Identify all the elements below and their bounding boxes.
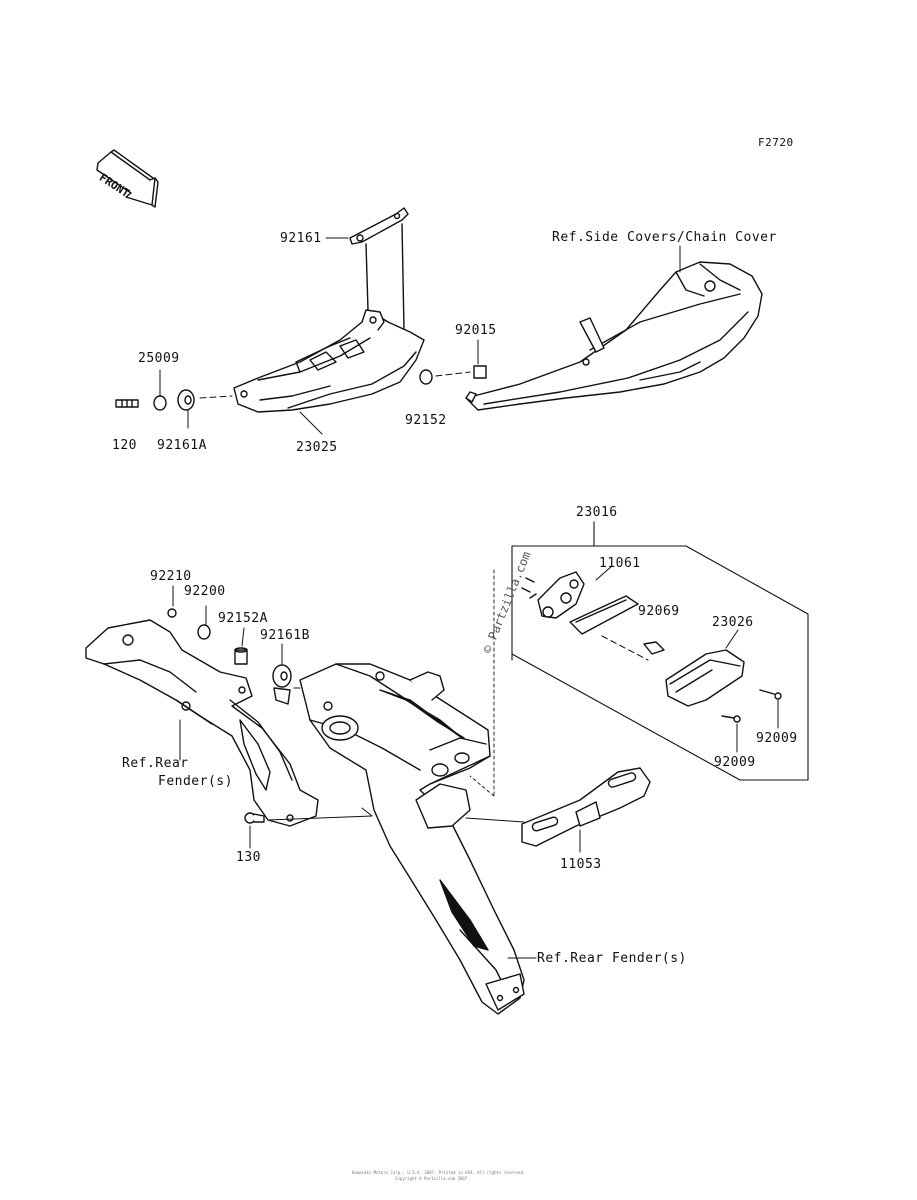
license-plate-bracket-11053 [521, 767, 651, 847]
front-arrow-icon [96, 149, 159, 208]
license-lamp-23026 [665, 649, 745, 707]
label-92009-a: 92009 [756, 731, 798, 746]
nut-92210 [167, 608, 177, 618]
nut-92015 [473, 365, 487, 379]
collar-92152A [234, 647, 248, 665]
label-92152: 92152 [405, 413, 447, 428]
label-23016: 23016 [576, 505, 618, 520]
side-cover-ref [465, 261, 763, 411]
washer-25009 [153, 395, 167, 411]
label-92210: 92210 [150, 569, 192, 584]
label-23025: 23025 [296, 440, 338, 455]
rear-fender-bracket-left [85, 619, 319, 827]
label-92200: 92200 [184, 584, 226, 599]
label-120: 120 [112, 438, 137, 453]
grommet-92161A [177, 389, 195, 411]
label-ref-rear-2: Fender(s) [158, 774, 233, 789]
bulb [643, 641, 665, 655]
grommet-92161B [272, 664, 292, 705]
label-92069: 92069 [638, 604, 680, 619]
bolt-120 [115, 399, 139, 408]
label-130: 130 [236, 850, 261, 865]
label-11061: 11061 [599, 556, 641, 571]
footer-line-2: Copyright © Partzilla.com 2007 [395, 1176, 468, 1181]
screw-92009-b [721, 715, 741, 723]
bolt-130 [244, 812, 265, 824]
assembly-23016-box [511, 521, 809, 781]
label-92152A: 92152A [218, 611, 268, 626]
label-92161A: 92161A [157, 438, 207, 453]
label-ref-rear-1: Ref.Rear [122, 756, 189, 771]
label-92161B: 92161B [260, 628, 310, 643]
rear-fender-bracket-main [299, 663, 525, 1015]
label-23026: 23026 [712, 615, 754, 630]
screw-92009-a [759, 689, 782, 700]
socket-11061 [521, 571, 585, 619]
label-25009: 25009 [138, 351, 180, 366]
label-11053: 11053 [560, 857, 602, 872]
footer-line-1: Kawasaki Motors Corp., U.S.A. 2007. Prin… [352, 1170, 526, 1175]
label-ref-rear-fender: Ref.Rear Fender(s) [537, 951, 687, 966]
figure-code: F2720 [758, 136, 794, 149]
bracket-92161 [349, 207, 409, 331]
seat-cowl-23025 [233, 309, 425, 413]
label-92009-b: 92009 [714, 755, 756, 770]
label-92015: 92015 [455, 323, 497, 338]
washer-92152 [419, 369, 433, 385]
washer-92200 [197, 624, 211, 640]
plate-92069 [569, 595, 639, 635]
label-ref-side-covers: Ref.Side Covers/Chain Cover [552, 230, 777, 245]
label-92161: 92161 [280, 231, 322, 246]
